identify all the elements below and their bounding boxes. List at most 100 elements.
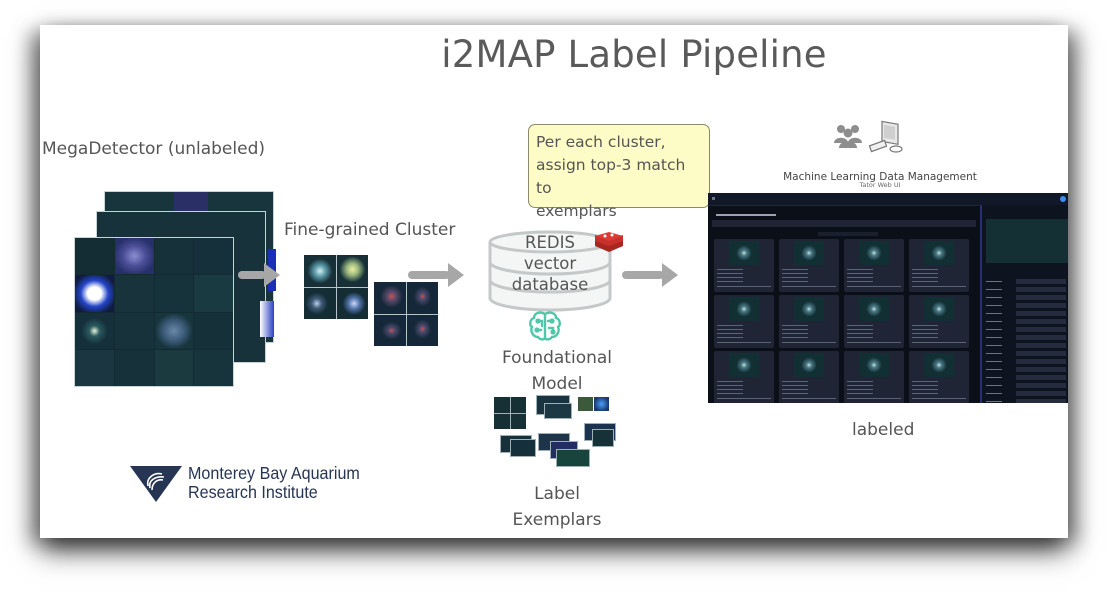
field-label [986,361,1002,362]
field-input [1016,335,1066,340]
tator-topbar [708,193,1068,206]
localization-card [779,351,839,403]
card-text-line [847,398,901,399]
data-management-title: Machine Learning Data Management [783,171,977,183]
card-text-line [847,393,873,394]
detail-preview [986,219,1068,263]
field-label [986,329,1002,330]
field-label [986,401,1002,402]
card-text-line [912,269,938,270]
cluster-tiles-b [374,282,438,346]
card-text-line [717,381,743,382]
card-text-line [847,329,873,330]
field-label [986,321,1002,322]
card-thumbnail [924,353,954,377]
card-text-line [847,281,873,282]
card-text-line [717,273,743,274]
exemplars-label-line: Exemplars [512,510,602,530]
exemplars-label: Label Exemplars [486,481,628,533]
card-text-line [717,277,743,278]
field-label [986,385,1002,386]
card-text-line [782,325,808,326]
card-text-line [912,329,938,330]
field-label [986,353,1002,354]
field-input [1016,391,1066,396]
card-thumbnail [729,241,759,265]
card-text-line [717,329,743,330]
arrow-to-database [408,263,464,287]
localization-card [909,295,969,348]
card-thumbnail [924,297,954,321]
field-input [1016,399,1066,403]
field-label [986,393,1002,394]
computer-icon [868,117,906,155]
card-text-line [847,385,873,386]
field-label [986,289,1002,290]
users-icon [834,121,862,149]
exemplar-group [510,439,536,457]
card-text-line [717,325,743,326]
card-text-line [717,393,743,394]
exemplar-group [594,397,609,411]
field-input [1016,343,1066,348]
menu-icon [712,197,715,200]
filter-bar [712,220,976,227]
card-thumbnail [859,241,889,265]
card-text-line [847,381,873,382]
field-label [986,305,1002,306]
card-text-line [912,333,938,334]
card-thumbnail [794,297,824,321]
field-input [1016,279,1066,284]
card-thumbnail [794,241,824,265]
mbari-logo-icon [130,466,182,502]
field-input [1016,303,1066,308]
note-line: exemplars [536,202,617,220]
localization-card [714,239,774,292]
vector-database: REDIS vector database [486,230,614,312]
pagination [818,232,878,236]
card-text-line [717,337,743,338]
database-label: REDIS vector database [486,232,614,295]
mosaic-tile [260,301,274,337]
field-label [986,313,1002,314]
card-text-line [912,286,966,287]
card-text-line [782,393,808,394]
field-input [1016,367,1066,372]
organization-line: Monterey Bay Aquarium [188,463,360,483]
card-text-line [847,342,901,343]
exemplar-group [494,397,526,429]
note-line: assign top-3 match to [536,156,686,197]
card-text-line [717,398,771,399]
card-text-line [717,281,743,282]
field-input [1016,319,1066,324]
localization-card [714,351,774,403]
card-text-line [782,281,808,282]
field-input [1016,327,1066,332]
localization-card [714,295,774,348]
data-management-subtitle: Tator Web UI [859,181,901,189]
card-text-line [912,281,938,282]
field-input [1016,359,1066,364]
card-text-line [782,333,808,334]
card-text-line [912,337,938,338]
exemplars-label-line: Label [534,484,580,504]
database-icon [488,230,612,312]
field-input [1016,375,1066,380]
localization-card [844,295,904,348]
field-label [986,369,1002,370]
database-label-line: REDIS [525,233,575,252]
arrow-to-tator [622,263,678,287]
card-text-line [847,389,873,390]
card-text-line [847,325,873,326]
redis-icon [594,230,624,254]
database-label-line: vector [523,254,577,273]
card-thumbnail [729,353,759,377]
card-text-line [782,269,808,270]
card-text-line [912,389,938,390]
field-label [986,297,1002,298]
card-text-line [717,286,771,287]
card-thumbnail [859,353,889,377]
localization-card [844,239,904,292]
slide-title: i2MAP Label Pipeline [441,33,827,76]
exemplar-group [556,449,590,467]
